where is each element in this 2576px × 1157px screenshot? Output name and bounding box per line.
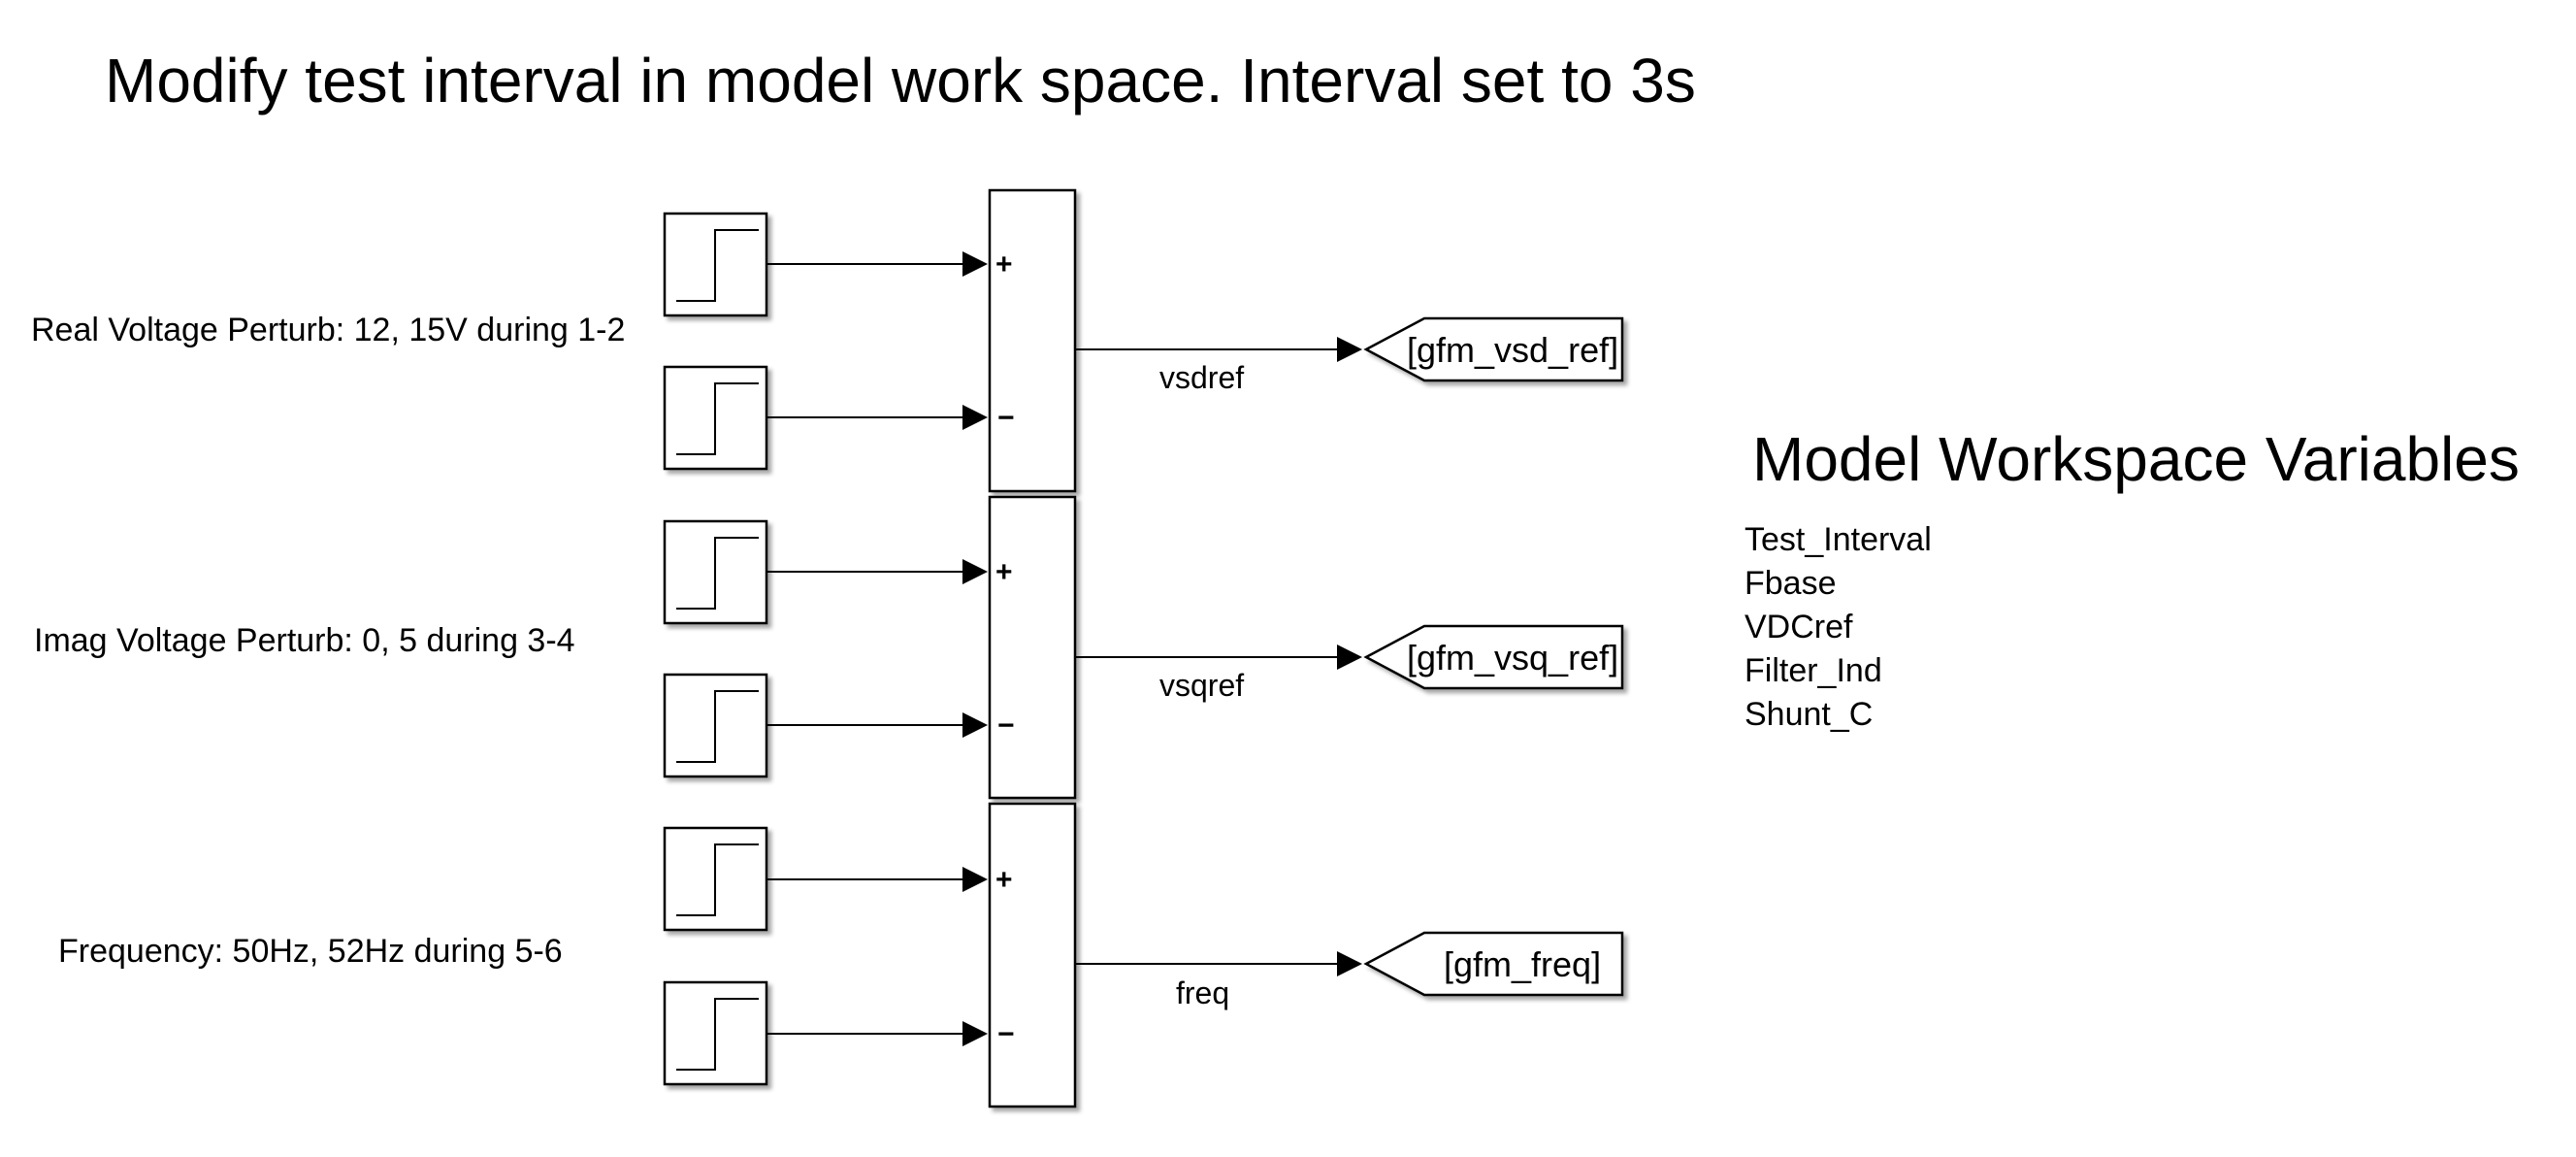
diagram-title: Modify test interval in model work space… bbox=[105, 46, 1696, 116]
workspace-variable: Filter_Ind bbox=[1745, 652, 1882, 689]
diagram-group-real-voltage: + − vsdref [gfm_vsd_ref] bbox=[663, 188, 1624, 493]
diagram-group-frequency: + − freq [gfm_freq] bbox=[663, 802, 1624, 1108]
step-block-icon[interactable] bbox=[663, 980, 768, 1086]
arrowhead-icon bbox=[962, 251, 988, 277]
group-label-imag-voltage: Imag Voltage Perturb: 0, 5 during 3-4 bbox=[34, 622, 575, 659]
arrowhead-icon bbox=[1337, 951, 1362, 976]
workspace-variable: Shunt_C bbox=[1745, 696, 1874, 733]
arrowhead-icon bbox=[1337, 645, 1362, 670]
group-label-real-voltage: Real Voltage Perturb: 12, 15V during 1-2 bbox=[31, 312, 626, 348]
goto-tag-block[interactable] bbox=[1363, 316, 1624, 382]
diagram-group-imag-voltage: + − vsqref [gfm_vsq_ref] bbox=[663, 495, 1624, 800]
arrowhead-icon bbox=[962, 867, 988, 892]
workspace-variable: Fbase bbox=[1745, 565, 1837, 602]
plus-port-sign: + bbox=[995, 556, 1013, 588]
arrowhead-icon bbox=[962, 559, 988, 584]
step-block-icon[interactable] bbox=[663, 826, 768, 932]
goto-tag-label: [gfm_vsd_ref] bbox=[1407, 330, 1618, 370]
plus-port-sign: + bbox=[995, 864, 1013, 896]
arrowhead-icon bbox=[962, 405, 988, 430]
goto-tag-block[interactable] bbox=[1363, 624, 1624, 690]
step-block-icon[interactable] bbox=[663, 673, 768, 778]
sum-block[interactable] bbox=[988, 802, 1077, 1108]
workspace-variable: VDCref bbox=[1745, 609, 1853, 645]
workspace-variable-list: Test_Interval Fbase VDCref Filter_Ind Sh… bbox=[1745, 518, 1932, 737]
arrowhead-icon bbox=[962, 1021, 988, 1046]
goto-tag-label: [gfm_freq] bbox=[1444, 944, 1601, 984]
plus-port-sign: + bbox=[995, 248, 1013, 281]
minus-port-sign: − bbox=[997, 710, 1015, 742]
step-block-icon[interactable] bbox=[663, 519, 768, 625]
arrowhead-icon bbox=[962, 712, 988, 738]
sum-block[interactable] bbox=[988, 188, 1077, 493]
minus-port-sign: − bbox=[997, 1018, 1015, 1050]
step-block-icon[interactable] bbox=[663, 365, 768, 471]
group-label-frequency: Frequency: 50Hz, 52Hz during 5-6 bbox=[58, 933, 563, 970]
step-block-icon[interactable] bbox=[663, 212, 768, 317]
sum-block[interactable] bbox=[988, 495, 1077, 800]
workspace-variable: Test_Interval bbox=[1745, 521, 1932, 558]
minus-port-sign: − bbox=[997, 402, 1015, 434]
workspace-panel-title: Model Workspace Variables bbox=[1752, 424, 2520, 494]
signal-label: vsqref bbox=[1159, 668, 1244, 703]
signal-label: freq bbox=[1176, 975, 1229, 1010]
arrowhead-icon bbox=[1337, 337, 1362, 362]
signal-label: vsdref bbox=[1159, 360, 1244, 395]
goto-tag-block[interactable] bbox=[1363, 931, 1624, 997]
goto-tag-label: [gfm_vsq_ref] bbox=[1407, 638, 1618, 678]
